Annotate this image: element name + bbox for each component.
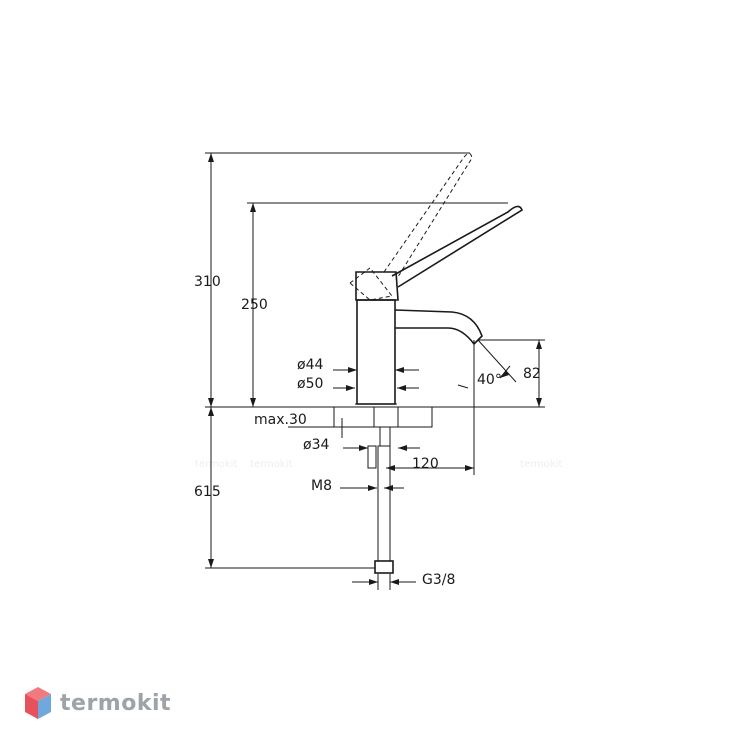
dimension-angle-40: 40° <box>457 339 517 475</box>
brand-logo: termokit <box>24 686 171 720</box>
label-g38: G3/8 <box>422 572 455 588</box>
supply-hose <box>374 445 394 574</box>
countertop-section <box>333 406 433 428</box>
dimension-615: 615 <box>194 407 375 569</box>
dimension-m8: M8 <box>311 478 404 494</box>
dimension-g38: G3/8 <box>352 572 455 590</box>
label-615: 615 <box>194 484 221 500</box>
label-120: 120 <box>412 456 439 472</box>
brand-name: termokit <box>60 690 172 716</box>
dimension-d34: ø34 <box>303 437 420 453</box>
label-d34: ø34 <box>303 437 329 453</box>
watermark-text: termokit <box>250 459 292 470</box>
watermark-text: termokit <box>195 459 237 470</box>
label-angle-40: 40° <box>477 372 502 388</box>
label-250: 250 <box>241 297 268 313</box>
label-d44: ø44 <box>297 357 323 373</box>
label-m8: M8 <box>311 478 332 494</box>
dimension-d50: ø50 <box>297 376 419 392</box>
dimension-120: 120 <box>386 456 474 472</box>
label-max30: max.30 <box>254 412 307 428</box>
dimension-310: 310 <box>194 152 470 407</box>
dimension-d44: ø44 <box>297 357 419 373</box>
faucet-body <box>349 153 523 405</box>
watermark-text: termokit <box>520 459 562 470</box>
dimension-82: 82 <box>478 339 545 407</box>
label-310: 310 <box>194 274 221 290</box>
label-82: 82 <box>523 366 541 382</box>
mounting-stem <box>367 406 399 469</box>
dimension-250: 250 <box>241 202 508 407</box>
cube-logo-icon <box>25 687 51 719</box>
dimension-max30: max.30 <box>254 412 374 438</box>
label-d50: ø50 <box>297 376 323 392</box>
